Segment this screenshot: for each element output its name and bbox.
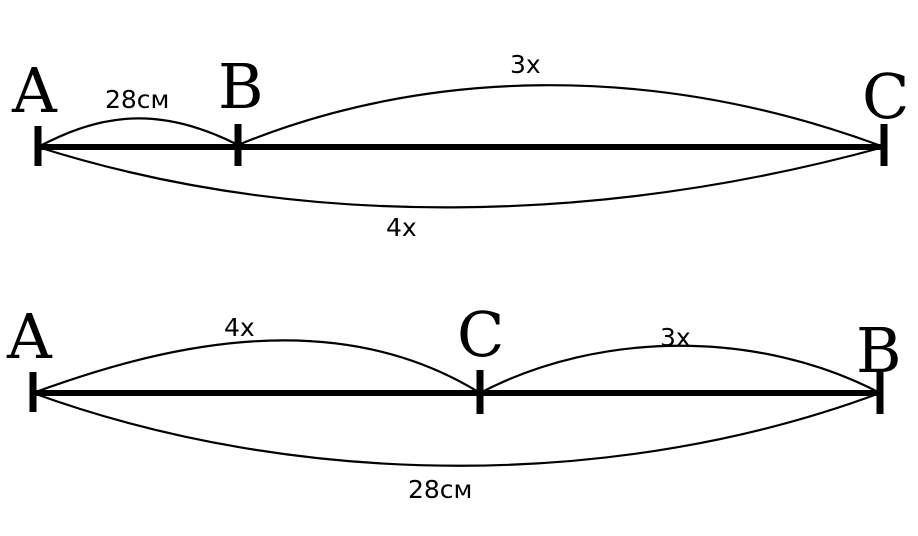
arc-cb (479, 344, 881, 394)
label-ab: 28см (408, 475, 472, 504)
label-bc: 3x (510, 50, 541, 79)
label-ac: 4x (386, 213, 417, 242)
diagram-1: A B C 28см 3x 4x (11, 50, 909, 242)
arc-bc (237, 84, 885, 149)
arc-ac (37, 145, 885, 209)
point-label-b: B (218, 50, 264, 123)
point-label-a: A (11, 54, 58, 127)
point-label-c: C (457, 298, 504, 371)
arc-ac (32, 339, 481, 395)
label-cb: 3x (660, 323, 691, 352)
point-label-a: A (6, 300, 53, 373)
point-label-b: B (856, 314, 902, 387)
label-ac: 4x (224, 313, 255, 342)
label-ab: 28см (105, 85, 169, 114)
arc-ab (37, 117, 239, 148)
diagram-2: A C B 4x 3x 28см (6, 298, 902, 504)
arc-ab (32, 391, 881, 467)
point-label-c: C (862, 60, 909, 133)
